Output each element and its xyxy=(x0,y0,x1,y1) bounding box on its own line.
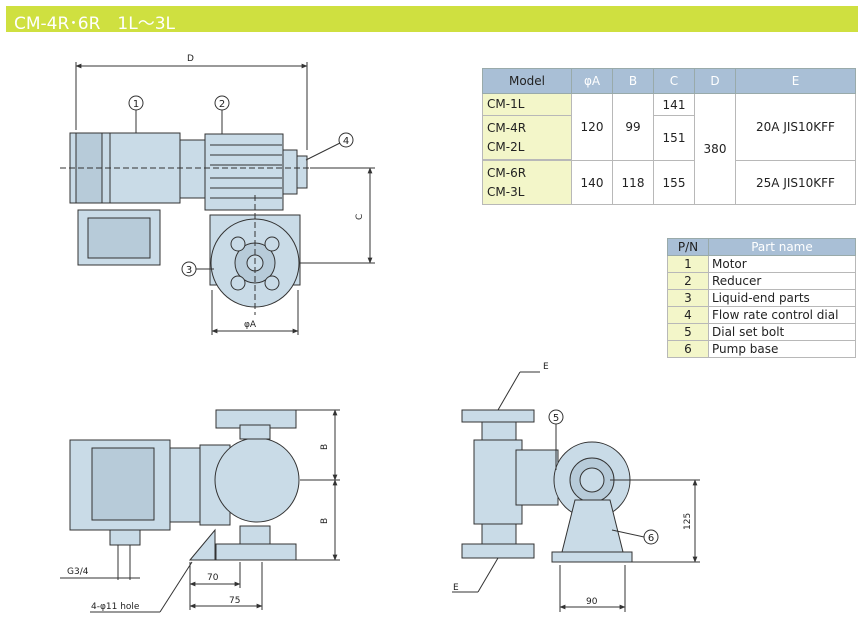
b-cell: 99 xyxy=(612,93,654,161)
part-name-cell: Dial set bolt xyxy=(708,323,856,341)
dim-b-lower-label: B xyxy=(320,518,330,524)
model-cell: CM-4R CM-2L xyxy=(482,115,572,160)
model-cell: CM-6R CM-3L xyxy=(482,160,572,205)
e-cell: 25A JIS10KFF xyxy=(735,160,856,205)
c-cell: 155 xyxy=(653,160,695,205)
pn-cell: 5 xyxy=(667,323,709,341)
b-cell: 118 xyxy=(612,160,654,205)
callout-6-label: 6 xyxy=(648,533,654,544)
dim-b-upper-label: B xyxy=(320,444,330,450)
dim-e-top-label: E xyxy=(543,362,549,372)
part-name-cell: Reducer xyxy=(708,272,856,290)
callout-4 xyxy=(338,132,354,148)
header-e: E xyxy=(735,68,856,94)
callout-3-label: 3 xyxy=(186,265,192,276)
dial-body xyxy=(282,149,298,195)
model-name: CM-4R xyxy=(487,120,527,135)
part-name-cell: Flow rate control dial xyxy=(708,306,856,324)
header-model: Model xyxy=(482,68,572,94)
callout-1-label: 1 xyxy=(133,99,139,110)
dim-c-label: C xyxy=(355,214,365,220)
header-phia: φA xyxy=(571,68,613,94)
table-row: CM-6R CM-3L 140 118 155 25A JIS10KFF xyxy=(482,160,856,205)
callout-1 xyxy=(128,95,144,111)
e-cell: 20A JIS10KFF xyxy=(735,93,856,161)
c-cell: 151 xyxy=(653,115,695,161)
dimension-table: Model φA B C D E CM-1L 120 99 141 380 20… xyxy=(482,68,856,205)
callout-4-label: 4 xyxy=(343,136,349,147)
header-d: D xyxy=(694,68,736,94)
callout-2-label: 2 xyxy=(219,99,225,110)
model-name: CM-6R xyxy=(487,165,527,180)
dimension-table-header: Model φA B C D E xyxy=(482,68,856,94)
dim-125-label: 125 xyxy=(683,513,693,530)
header-pn: P/N xyxy=(667,238,709,256)
pn-cell: 6 xyxy=(667,340,709,358)
dim-70-label: 70 xyxy=(207,573,219,583)
reducer-body xyxy=(179,139,206,199)
parts-table-header: P/N Part name xyxy=(667,238,856,256)
dim-g34-label: G3/4 xyxy=(67,567,89,577)
hole-label: 4-φ11 hole xyxy=(91,602,140,612)
pn-cell: 1 xyxy=(667,255,709,273)
side-view xyxy=(452,371,700,612)
model-name: CM-2L xyxy=(487,139,525,154)
a-cell: 120 xyxy=(571,93,613,161)
model-cell: CM-1L xyxy=(482,93,572,116)
callout-2 xyxy=(214,95,230,111)
dim-phia-label: φA xyxy=(244,320,257,330)
part-name-cell: Liquid-end parts xyxy=(708,289,856,307)
pn-cell: 4 xyxy=(667,306,709,324)
dim-d-label: D xyxy=(187,54,194,64)
callout-5 xyxy=(548,409,564,425)
table-row: CM-4R CM-2L 151 xyxy=(482,115,856,161)
dim-75-label: 75 xyxy=(229,596,240,606)
part-name-cell: Pump base xyxy=(708,340,856,358)
front-view xyxy=(60,409,340,613)
a-cell: 140 xyxy=(571,160,613,205)
model-name: CM-3L xyxy=(487,184,525,199)
part-name-cell: Motor xyxy=(708,255,856,273)
d-cell: 380 xyxy=(694,93,736,205)
table-row: CM-1L 120 99 141 380 20A JIS10KFF xyxy=(482,93,856,205)
header-part-name: Part name xyxy=(708,238,856,256)
header-b: B xyxy=(612,68,654,94)
dim-e-bottom-label: E xyxy=(453,583,459,593)
header-c: C xyxy=(653,68,695,94)
callout-3 xyxy=(181,261,197,277)
title-bar: CM-4R･6R 1L～3L xyxy=(6,6,858,34)
pn-cell: 2 xyxy=(667,272,709,290)
dim-90-label: 90 xyxy=(586,597,598,607)
callout-6 xyxy=(643,529,659,545)
callout-5-label: 5 xyxy=(553,413,559,424)
c-cell: 141 xyxy=(653,93,695,116)
top-view xyxy=(60,62,375,335)
pn-cell: 3 xyxy=(667,289,709,307)
page-title: CM-4R･6R 1L～3L xyxy=(14,14,176,34)
